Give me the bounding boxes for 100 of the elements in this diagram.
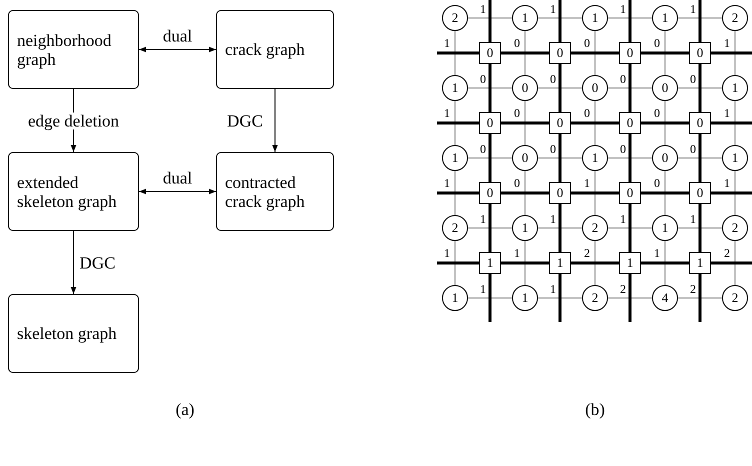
edge-label: dual <box>162 169 192 186</box>
connector-line <box>698 274 702 322</box>
square-node: 0 <box>549 182 571 204</box>
connector-line <box>488 204 492 252</box>
circle-node: 4 <box>652 285 678 311</box>
connector-line <box>488 134 492 182</box>
edge-label: 1 <box>654 247 660 259</box>
connector-line <box>558 134 562 182</box>
connector-line <box>524 240 526 286</box>
edge-label: 0 <box>690 73 696 85</box>
connector-line <box>501 262 549 264</box>
process-box: extended skeleton graph <box>8 152 139 231</box>
connector-line <box>734 170 736 216</box>
square-node: 0 <box>549 112 571 134</box>
square-node: 1 <box>619 252 641 274</box>
square-node: 0 <box>549 42 571 64</box>
connector-line <box>664 30 666 76</box>
connector-line <box>734 30 736 76</box>
edge-label: 1 <box>690 213 696 225</box>
edge-label: 0 <box>550 73 556 85</box>
edge-label: 0 <box>514 107 520 119</box>
circle-node: 1 <box>722 75 748 101</box>
circle-node: 1 <box>582 5 608 31</box>
edge-label: 0 <box>480 73 486 85</box>
square-node: 0 <box>689 42 711 64</box>
edge-label: 0 <box>654 107 660 119</box>
square-node: 0 <box>619 42 641 64</box>
circle-node: 2 <box>722 285 748 311</box>
circle-node: 1 <box>652 5 678 31</box>
edge-label: 1 <box>480 3 486 15</box>
connector-line <box>488 0 492 42</box>
edge-label: 2 <box>620 283 626 295</box>
connector-line <box>628 0 632 42</box>
circle-node: 1 <box>512 215 538 241</box>
circle-node: 0 <box>652 75 678 101</box>
connector-line <box>501 52 549 54</box>
connector-line <box>594 100 596 146</box>
panel-label: (b) <box>585 400 605 420</box>
edge-label: 1 <box>550 283 556 295</box>
connector-line <box>571 262 619 264</box>
edge-label: 0 <box>514 37 520 49</box>
edge-label: 1 <box>620 3 626 15</box>
edge-label: 0 <box>690 143 696 155</box>
edge-label: 1 <box>444 37 450 49</box>
connector-line <box>628 274 632 322</box>
connector-line <box>571 52 619 54</box>
edge-label: 2 <box>584 247 590 259</box>
circle-node: 1 <box>512 5 538 31</box>
connector-line <box>711 192 752 194</box>
connector-line <box>641 262 689 264</box>
connector-line <box>664 240 666 286</box>
arrow <box>272 88 278 152</box>
connector-line <box>641 192 689 194</box>
circle-node: 1 <box>442 75 468 101</box>
process-box: skeleton graph <box>8 294 139 373</box>
square-node: 1 <box>689 252 711 274</box>
edge-label: 1 <box>550 213 556 225</box>
square-node: 1 <box>479 252 501 274</box>
square-node: 0 <box>479 112 501 134</box>
edge-label: edge deletion <box>28 112 120 129</box>
circle-node: 0 <box>582 75 608 101</box>
connector-line <box>524 100 526 146</box>
connector-line <box>711 52 752 54</box>
connector-line <box>437 192 479 194</box>
edge-label: dual <box>162 27 192 44</box>
circle-node: 0 <box>512 75 538 101</box>
connector-line <box>571 122 619 124</box>
circle-node: 2 <box>722 5 748 31</box>
process-box: crack graph <box>216 10 334 89</box>
circle-node: 1 <box>442 145 468 171</box>
edge-label: DGC <box>227 112 263 129</box>
connector-line <box>454 30 456 76</box>
connector-line <box>734 100 736 146</box>
square-node: 0 <box>619 112 641 134</box>
connector-line <box>488 64 492 112</box>
connector-line <box>594 170 596 216</box>
connector-line <box>664 100 666 146</box>
circle-node: 2 <box>722 215 748 241</box>
edge-label: 1 <box>584 177 590 189</box>
square-node: 0 <box>689 112 711 134</box>
connector-line <box>641 52 689 54</box>
connector-line <box>501 192 549 194</box>
square-node: 0 <box>689 182 711 204</box>
connector-line <box>437 122 479 124</box>
edge-label: 1 <box>444 177 450 189</box>
connector-line <box>698 204 702 252</box>
connector-line <box>488 274 492 322</box>
connector-line <box>501 122 549 124</box>
edge-label: 1 <box>724 107 730 119</box>
edge-label: 0 <box>584 37 590 49</box>
edge-label: 1 <box>550 3 556 15</box>
edge-label: 0 <box>654 177 660 189</box>
connector-line <box>641 122 689 124</box>
circle-node: 0 <box>652 145 678 171</box>
connector-line <box>558 274 562 322</box>
square-node: 0 <box>619 182 641 204</box>
connector-line <box>437 262 479 264</box>
circle-node: 1 <box>582 145 608 171</box>
edge-label: 2 <box>690 283 696 295</box>
connector-line <box>628 204 632 252</box>
